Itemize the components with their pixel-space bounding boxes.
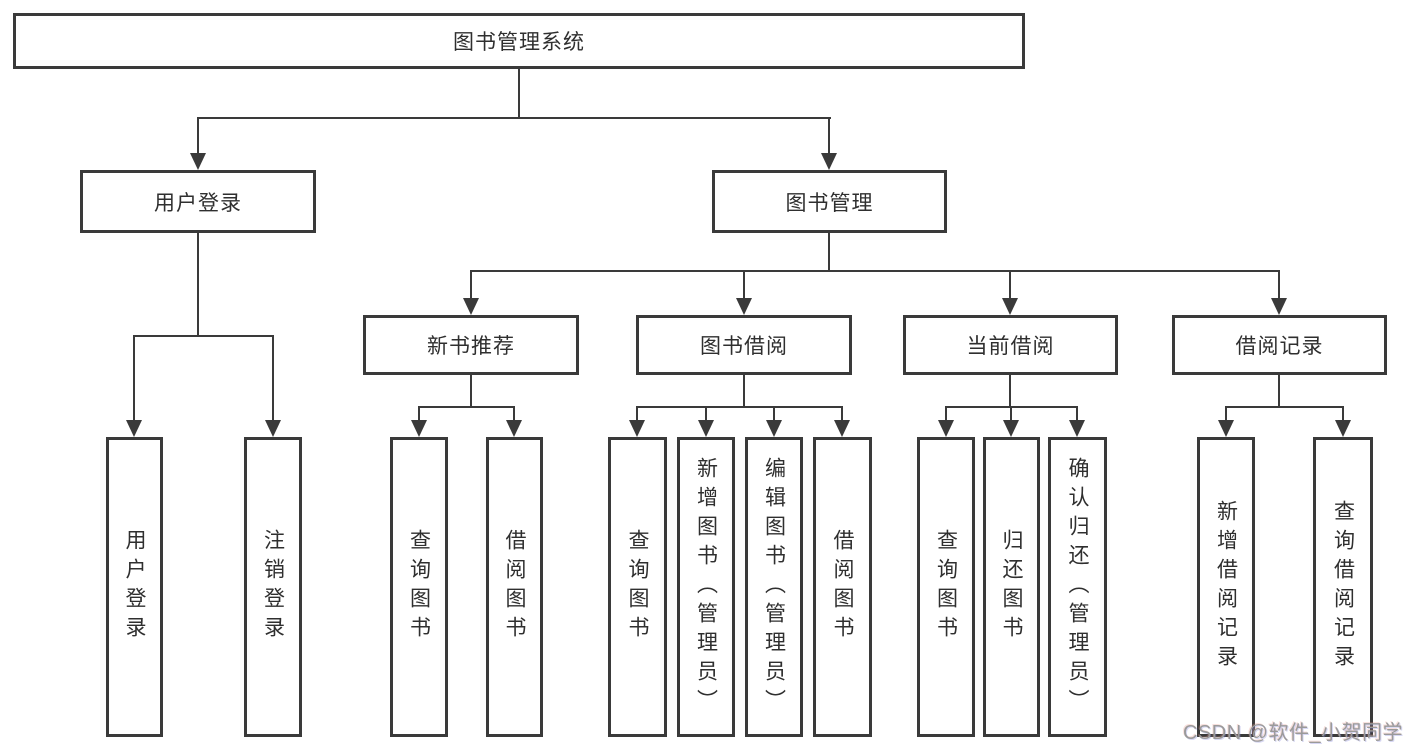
connector-line <box>1342 406 1344 422</box>
leaf-label: 借阅图书 <box>831 529 855 645</box>
node-borrow-record: 借阅记录 <box>1172 315 1387 375</box>
leaf-add-borrow-record: 新增借阅记录 <box>1197 437 1255 737</box>
connector-line <box>773 406 775 422</box>
arrowhead-icon <box>629 420 645 437</box>
connector-line <box>133 335 274 337</box>
connector-line <box>1278 375 1280 407</box>
connector-line <box>197 233 199 336</box>
arrowhead-icon <box>766 420 782 437</box>
connector-line <box>1278 270 1280 300</box>
connector-line <box>133 335 135 423</box>
connector-line <box>197 117 199 157</box>
connector-line <box>470 270 1280 272</box>
leaf-user-login: 用户登录 <box>106 437 163 737</box>
arrowhead-icon <box>1002 298 1018 315</box>
arrowhead-icon <box>736 298 752 315</box>
leaf-edit-book-admin: 编辑图书（管理员） <box>745 437 803 737</box>
connector-line <box>1225 406 1227 422</box>
arrowhead-icon <box>698 420 714 437</box>
arrowhead-icon <box>126 420 142 437</box>
leaf-recommend-borrow-book: 借阅图书 <box>486 437 543 737</box>
connector-line <box>636 406 843 408</box>
node-new-book-recommend: 新书推荐 <box>363 315 579 375</box>
leaf-logout-login: 注销登录 <box>244 437 302 737</box>
connector-line <box>1009 375 1011 407</box>
arrowhead-icon <box>1003 420 1019 437</box>
connector-line <box>197 117 831 119</box>
connector-line <box>518 69 520 119</box>
leaf-current-query-book: 查询图书 <box>917 437 975 737</box>
arrowhead-icon <box>190 153 206 170</box>
arrowhead-icon <box>938 420 954 437</box>
leaf-label: 查询图书 <box>934 529 958 645</box>
leaf-label: 查询借阅记录 <box>1331 500 1355 674</box>
node-user-login: 用户登录 <box>80 170 316 233</box>
leaf-query-borrow-record: 查询借阅记录 <box>1313 437 1373 737</box>
connector-line <box>1076 406 1078 422</box>
connector-line <box>272 335 274 423</box>
node-book-management: 图书管理 <box>712 170 947 233</box>
arrowhead-icon <box>411 420 427 437</box>
connector-line <box>513 406 515 422</box>
node-current-borrow: 当前借阅 <box>903 315 1118 375</box>
connector-line <box>841 406 843 422</box>
leaf-label: 归还图书 <box>1000 529 1024 645</box>
arrowhead-icon <box>506 420 522 437</box>
arrowhead-icon <box>821 153 837 170</box>
leaf-label: 用户登录 <box>123 529 147 645</box>
leaf-add-book-admin: 新增图书（管理员） <box>677 437 735 737</box>
connector-line <box>743 270 745 300</box>
connector-line <box>636 406 638 422</box>
connector-line <box>743 375 745 407</box>
connector-line <box>418 406 515 408</box>
arrowhead-icon <box>1069 420 1085 437</box>
arrowhead-icon <box>1335 420 1351 437</box>
connector-line <box>828 117 830 157</box>
leaf-borrow-query-book: 查询图书 <box>608 437 667 737</box>
node-book-borrow: 图书借阅 <box>636 315 852 375</box>
connector-line <box>828 233 830 271</box>
arrowhead-icon <box>834 420 850 437</box>
leaf-label: 新增借阅记录 <box>1214 500 1238 674</box>
leaf-label: 查询图书 <box>407 529 431 645</box>
leaf-borrow-book: 借阅图书 <box>813 437 872 737</box>
leaf-return-book: 归还图书 <box>983 437 1040 737</box>
connector-line <box>705 406 707 422</box>
node-library-management-system: 图书管理系统 <box>13 13 1025 69</box>
arrowhead-icon <box>1271 298 1287 315</box>
leaf-label: 新增图书（管理员） <box>694 456 718 718</box>
leaf-confirm-return-admin: 确认归还（管理员） <box>1048 437 1107 737</box>
connector-line <box>1225 406 1344 408</box>
arrowhead-icon <box>265 420 281 437</box>
connector-line <box>470 270 472 300</box>
arrowhead-icon <box>1218 420 1234 437</box>
leaf-recommend-query-book: 查询图书 <box>390 437 448 737</box>
leaf-label: 借阅图书 <box>503 529 527 645</box>
arrowhead-icon <box>463 298 479 315</box>
connector-line <box>1009 270 1011 300</box>
leaf-label: 编辑图书（管理员） <box>762 456 786 718</box>
connector-line <box>1010 406 1012 422</box>
leaf-label: 查询图书 <box>626 529 650 645</box>
leaf-label: 注销登录 <box>261 529 285 645</box>
csdn-watermark: CSDN @软件_小贺同学 <box>1183 722 1404 744</box>
connector-line <box>470 375 472 407</box>
leaf-label: 确认归还（管理员） <box>1066 456 1090 718</box>
connector-line <box>945 406 947 422</box>
connector-line <box>418 406 420 422</box>
